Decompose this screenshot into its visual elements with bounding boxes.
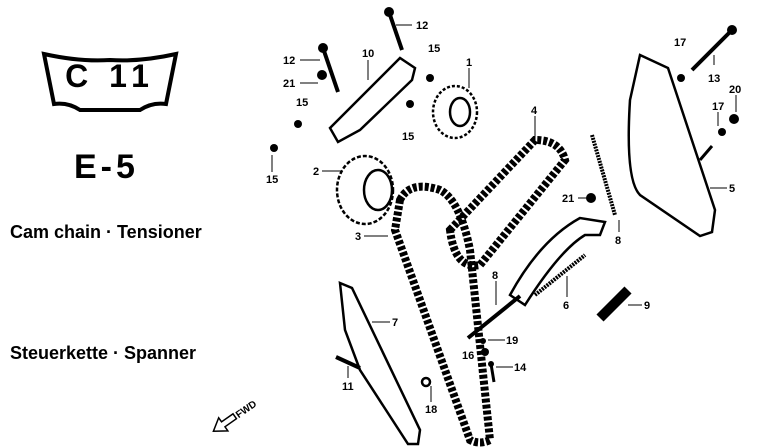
callout-17: 17 <box>712 101 724 113</box>
callout-15: 15 <box>266 174 278 186</box>
callout-14: 14 <box>514 362 527 374</box>
nut-20 <box>729 114 739 124</box>
bolt-15a <box>426 74 434 82</box>
callout-2: 2 <box>313 166 319 178</box>
cam-sprocket-2 <box>335 154 395 226</box>
bolt-12-top <box>384 7 404 51</box>
chain-4 <box>445 135 570 270</box>
callout-6: 6 <box>563 300 569 312</box>
callout-16: 16 <box>462 350 474 362</box>
callout-5: 5 <box>729 183 735 195</box>
arrow-left-icon <box>212 412 238 432</box>
fwd-label: FWD <box>234 399 259 421</box>
chain-guide-7 <box>338 281 422 446</box>
washer-17 <box>677 74 685 82</box>
callout-8: 8 <box>492 270 498 282</box>
tensioner-arm <box>508 216 607 307</box>
washer-19 <box>480 338 486 344</box>
tensioner-5 <box>627 53 717 238</box>
forward-arrow: FWD <box>212 399 259 432</box>
chain-guide-upper <box>328 56 417 144</box>
callout-9: 9 <box>644 300 650 312</box>
bolt-13 <box>690 25 737 72</box>
callout-11: 11 <box>342 381 354 393</box>
callout-3: 3 <box>355 231 361 243</box>
section-number: E-5 <box>74 148 139 186</box>
callout-13: 13 <box>708 73 720 85</box>
diagram-code: C 11 <box>65 58 155 94</box>
bolt-12-left <box>318 43 340 93</box>
callout-15: 15 <box>402 131 414 143</box>
callout-19: 19 <box>506 335 518 347</box>
callout-15: 15 <box>428 43 440 55</box>
bolt-14 <box>488 361 496 383</box>
bolt-21 <box>586 193 596 203</box>
title-german: Steuerkette · Spanner <box>10 343 197 363</box>
bolt-15c <box>406 100 414 108</box>
callout-21: 21 <box>562 193 574 205</box>
callout-8: 8 <box>615 235 621 247</box>
leader-lines <box>271 24 737 402</box>
callout-10: 10 <box>362 48 374 60</box>
tensioner-spring-6 <box>533 253 587 297</box>
bolt-15d <box>270 144 278 152</box>
callout-1: 1 <box>466 57 472 69</box>
pipe-9 <box>596 286 632 322</box>
spring-8 <box>590 134 617 216</box>
callout-17: 17 <box>674 37 686 49</box>
callout-15: 15 <box>296 97 308 109</box>
cam-chain-3 <box>390 182 495 447</box>
code-badge-frame <box>41 51 179 112</box>
callout-12: 12 <box>283 55 295 67</box>
callout-20: 20 <box>729 84 741 96</box>
washer-18 <box>420 376 432 388</box>
callout-12: 12 <box>416 20 428 32</box>
bolt-15b <box>294 120 302 128</box>
pin-11 <box>335 355 361 370</box>
callout-21: 21 <box>283 78 295 90</box>
bolt-21a <box>317 70 327 80</box>
callout-4: 4 <box>531 105 538 117</box>
callout-18: 18 <box>425 404 437 416</box>
nut-16 <box>481 348 489 356</box>
cam-sprocket-1 <box>431 84 479 140</box>
title-english: Cam chain · Tensioner <box>10 222 202 242</box>
pin-8 <box>466 294 522 340</box>
callout-7: 7 <box>392 317 398 329</box>
washer-17b <box>718 128 726 136</box>
